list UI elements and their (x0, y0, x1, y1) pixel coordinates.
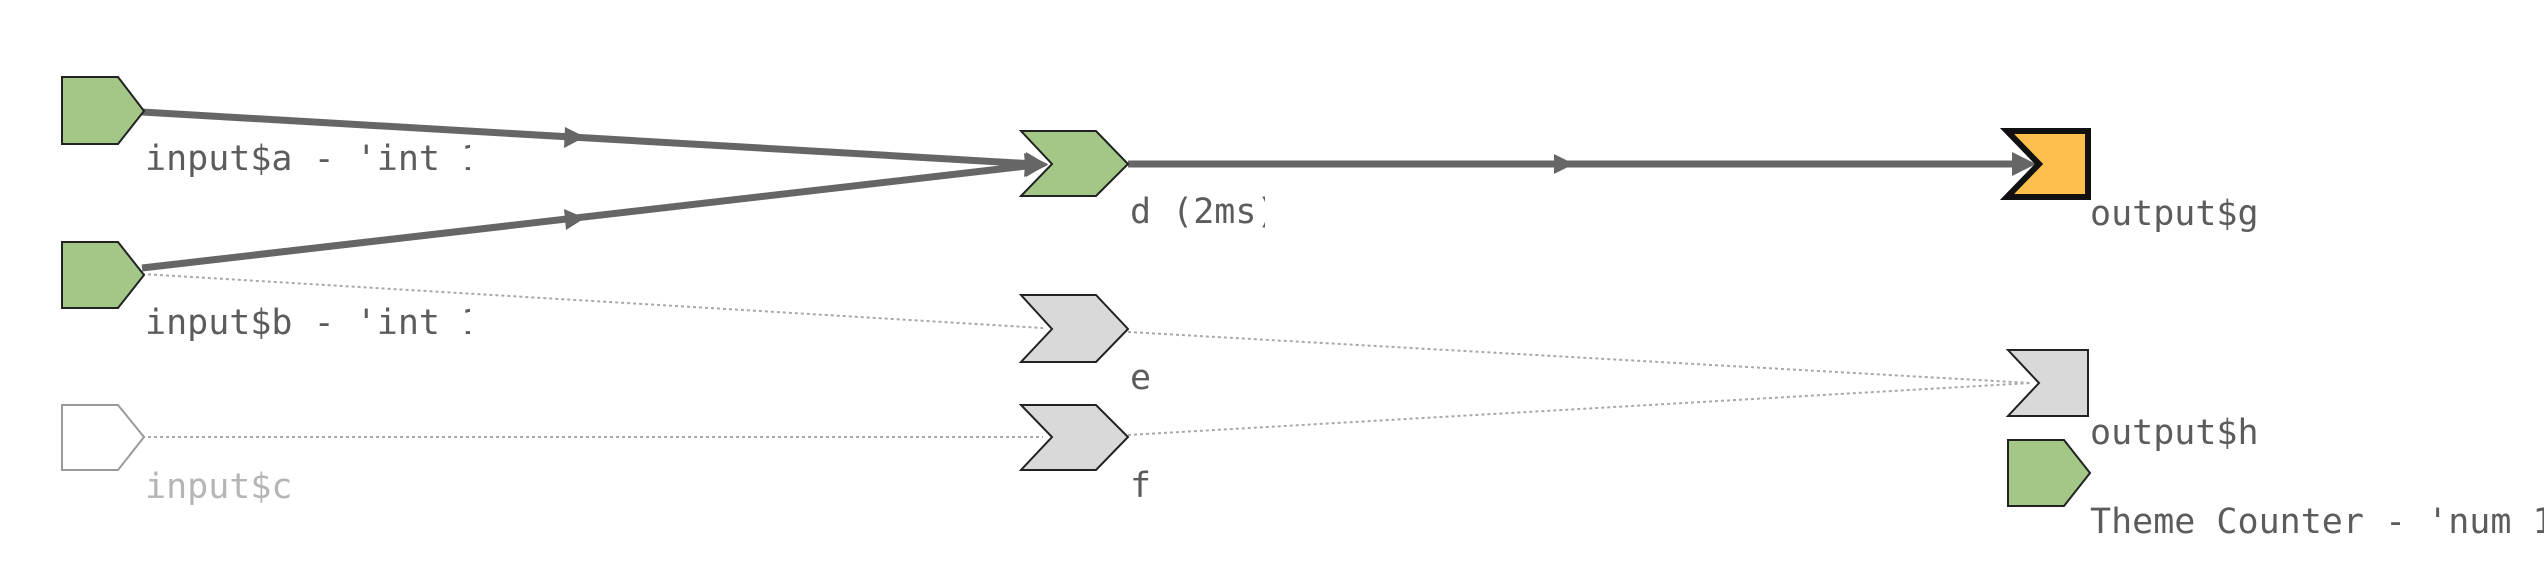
input-node-shape[interactable] (2007, 439, 2092, 507)
edge-d-to-output-g-endarrow (2012, 152, 2036, 176)
edge-input-b-to-d-midarrow (564, 209, 585, 230)
edge-input-a-to-d (141, 108, 1036, 168)
node-f[interactable]: f (1018, 404, 1151, 506)
input-node-shape[interactable] (61, 404, 146, 471)
node-label: d (2ms) (1130, 192, 1278, 232)
node-output-h[interactable]: output$h (2005, 349, 2259, 453)
node-label: output$h (2090, 413, 2259, 453)
node-label: input$a - 'int 1 (145, 139, 482, 179)
node-output-g[interactable]: output$g (1999, 128, 2259, 234)
node-label: output$g (2090, 194, 2259, 234)
node-label: f (1130, 466, 1151, 506)
reactive-node-shape[interactable] (1018, 130, 1130, 197)
node-label: Theme Counter - 'num 1 (2090, 502, 2544, 542)
node-label: input$c (145, 467, 293, 507)
node-input-a[interactable]: input$a - 'int 1 (61, 76, 482, 179)
node-label: input$b - 'int 1 (145, 303, 482, 343)
input-node-shape[interactable] (61, 76, 146, 145)
node-label: e (1130, 358, 1151, 398)
active-edges (141, 108, 2036, 272)
edge-e-to-output-h (1127, 331, 2032, 384)
reactive-node-shape[interactable] (1018, 294, 1130, 363)
input-node-shape[interactable] (61, 241, 146, 309)
edge-input-a-to-d-midarrow (564, 127, 585, 148)
reactive-node-shape[interactable] (1018, 404, 1130, 471)
edge-input-b-to-d-endarrow (1024, 153, 1048, 177)
output-node-shape[interactable] (2005, 349, 2089, 417)
node-e[interactable]: e (1018, 294, 1151, 398)
node-input-b[interactable]: input$b - 'int 1 (61, 241, 482, 343)
edge-d-to-output-g-midarrow (1554, 154, 1574, 174)
edge-input-b-to-e (141, 273, 1044, 329)
node-d[interactable]: d (2ms) (1018, 130, 1278, 232)
edge-input-b-to-d (141, 161, 1036, 272)
node-theme-counter[interactable]: Theme Counter - 'num 1 (2007, 439, 2544, 542)
node-input-c[interactable]: input$c (61, 404, 293, 507)
output-node-shape[interactable] (1999, 128, 2091, 200)
edge-f-to-output-h (1127, 382, 2032, 436)
inactive-edges (141, 273, 2032, 438)
